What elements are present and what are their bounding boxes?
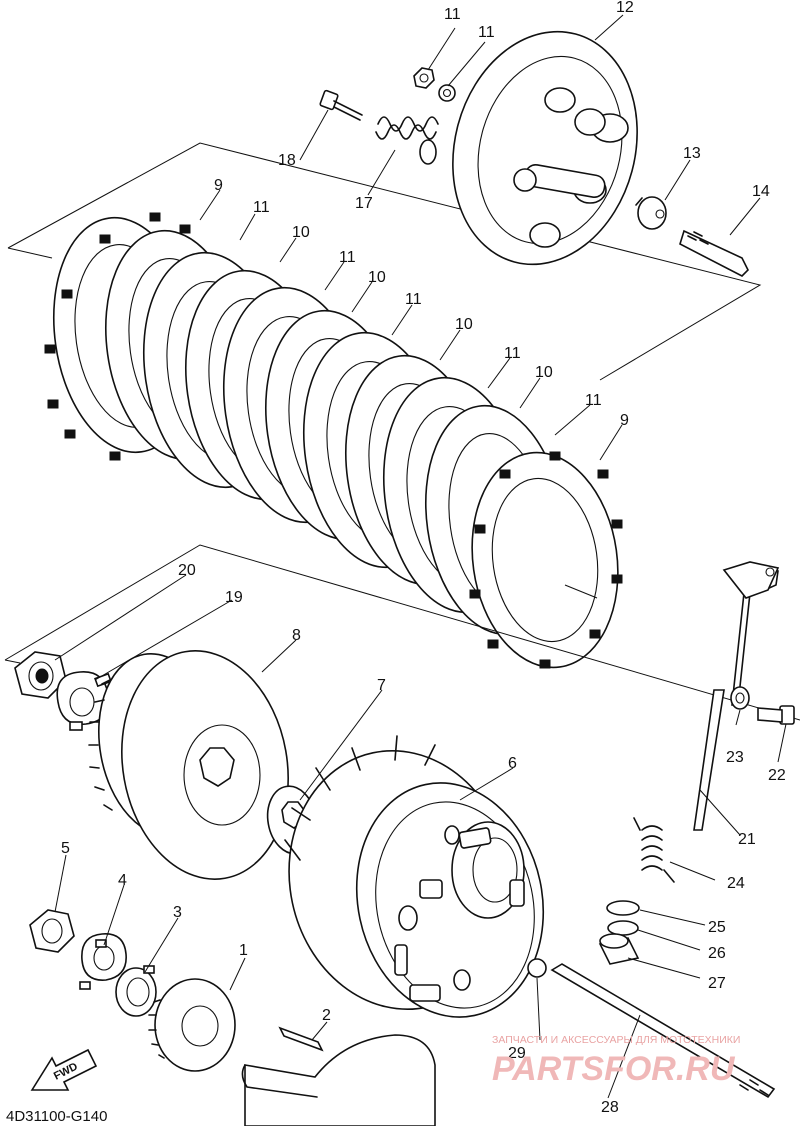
- watermark-tagline: ЗАПЧАСТИ И АКСЕССУАРЫ ДЛЯ МОТОТЕХНИКИ: [492, 1034, 740, 1046]
- callout-9-top: 9: [214, 177, 223, 194]
- callout-25: 25: [708, 919, 726, 936]
- pressure-plate-bosses: [513, 87, 629, 248]
- callout-10-b: 10: [368, 269, 386, 286]
- oil-seal-26: [607, 920, 639, 936]
- housing-fingers: [284, 735, 436, 861]
- callout-29: 29: [508, 1045, 526, 1062]
- callout-11-b: 11: [339, 249, 356, 266]
- callout-8: 8: [292, 627, 301, 644]
- primary-drive-gear-1: [148, 978, 236, 1072]
- bolt-18: [319, 89, 363, 121]
- callout-11-e: 11: [585, 392, 602, 409]
- catalog-number: 4D31100-G140: [6, 1108, 107, 1125]
- bolt-22: [757, 705, 795, 725]
- friction-plate-9-front: [469, 451, 623, 669]
- crankshaft-stub: [241, 1034, 436, 1126]
- washer-23: [730, 686, 750, 710]
- lock-washer-4: [79, 933, 127, 990]
- spring-24: [633, 817, 675, 883]
- push-lever-shaft-21: [693, 561, 780, 831]
- watermark: ЗАПЧАСТИ И АКСЕССУАРЫ ДЛЯ МОТОТЕХНИКИ PA…: [492, 1034, 740, 1088]
- callout-15: 11: [478, 24, 495, 41]
- spring-17: [375, 116, 439, 165]
- key-2: [278, 1026, 324, 1052]
- push-rod-28: [550, 963, 776, 1099]
- callout-6: 6: [508, 755, 517, 772]
- ball-29: [527, 958, 547, 978]
- nut-20: [14, 651, 67, 699]
- callout-2: 2: [322, 1007, 331, 1024]
- fwd-arrow: FWD: [30, 1048, 98, 1091]
- callout-10-d: 10: [535, 364, 553, 381]
- callout-18: 18: [278, 152, 296, 169]
- clutch-housing-6: [284, 735, 545, 1018]
- callout-17: 17: [355, 195, 373, 212]
- leader-lines: [54, 14, 787, 1099]
- callout-26: 26: [708, 945, 726, 962]
- washer-3: [115, 965, 157, 1017]
- callout-labels: 11 11 12 13 14 18 17 9 11 10 11 10 11 10…: [61, 0, 786, 1116]
- callout-10-a: 10: [292, 224, 310, 241]
- primary-driven-gear-8: [88, 650, 289, 880]
- callout-10-c: 10: [455, 316, 473, 333]
- callout-20: 20: [178, 562, 196, 579]
- clutch-plate-stack: [44, 212, 623, 669]
- callout-13: 13: [683, 145, 701, 162]
- bushing-27: [598, 933, 640, 965]
- callout-4: 4: [118, 872, 127, 889]
- callout-21: 21: [738, 831, 756, 848]
- pressure-plate-12: [452, 30, 638, 266]
- callout-11-a: 11: [253, 199, 270, 216]
- callout-22: 22: [768, 767, 786, 784]
- callout-12: 12: [616, 0, 634, 16]
- callout-19: 19: [225, 589, 243, 606]
- callout-7: 7: [377, 677, 386, 694]
- callout-5: 5: [61, 840, 70, 857]
- callout-11-c: 11: [405, 291, 422, 308]
- watermark-brand: PARTSFOR.RU: [492, 1050, 736, 1088]
- callout-27: 27: [708, 975, 726, 992]
- callout-16: 11: [444, 6, 461, 23]
- washer-15: [438, 84, 456, 102]
- callout-1: 1: [239, 942, 248, 959]
- washer-25: [606, 900, 640, 916]
- callout-23: 23: [726, 749, 744, 766]
- callout-9-bottom: 9: [620, 412, 629, 429]
- lower-frame: [4, 544, 800, 721]
- callout-3: 3: [173, 904, 182, 921]
- callout-14: 14: [752, 183, 770, 200]
- callout-24: 24: [727, 875, 745, 892]
- callout-28: 28: [601, 1099, 619, 1116]
- nut-5: [29, 909, 75, 953]
- push-plate-13: [635, 196, 667, 230]
- nut-16: [413, 67, 435, 89]
- rear-plate-tabs: [44, 212, 191, 461]
- callout-11-d: 11: [504, 345, 521, 362]
- push-rod-14: [679, 229, 749, 277]
